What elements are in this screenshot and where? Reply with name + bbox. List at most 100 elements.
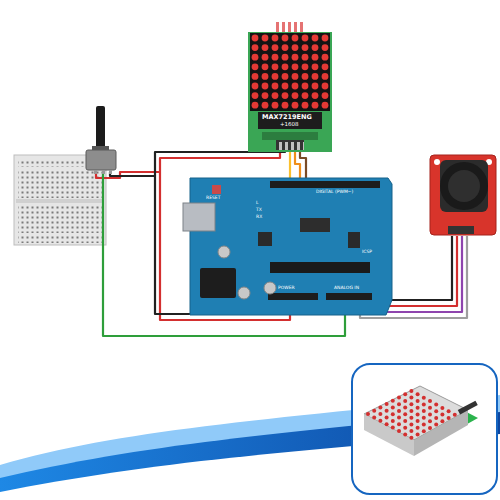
led-dot [292,54,299,61]
led-dot [262,102,269,109]
board-label: ANALOG IN [334,286,359,291]
led-matrix-module [248,22,332,152]
led-dot [312,44,319,51]
led-dot [252,102,259,109]
led-dot [312,54,319,61]
led-dot [434,409,438,413]
led-dot [428,426,432,430]
led-dot [428,419,432,423]
led-dot [282,44,289,51]
led-dot [282,73,289,80]
led-dot [385,422,389,426]
led-dot [302,35,309,42]
led-dot [262,92,269,99]
led-dot [312,63,319,70]
led-dot [292,63,299,70]
inset-photo [352,364,497,494]
led-dot [409,436,413,440]
led-dot [282,54,289,61]
led-dot [385,409,389,413]
led-dot [272,35,279,42]
led-dot [282,35,289,42]
led-dot [312,102,319,109]
potentiometer [86,106,116,174]
led-dot [397,416,401,420]
led-dot [322,92,329,99]
led-dot [434,416,438,420]
led-dot [282,83,289,90]
led-dot [416,392,420,396]
led-dot [262,54,269,61]
led-dot [322,44,329,51]
led-dot [322,54,329,61]
board-label: L [256,201,259,206]
led-dot [252,83,259,90]
led-dot [262,83,269,90]
led-dot [282,92,289,99]
led-dot [428,399,432,403]
led-dot [272,83,279,90]
led-dot [403,392,407,396]
led-dot [422,409,426,413]
board-label: MAX7219ENG [262,114,312,121]
led-dot [292,102,299,109]
led-dot [403,426,407,430]
led-dot [378,412,382,416]
led-dot [409,409,413,413]
led-dot [252,63,259,70]
led-dot [272,92,279,99]
board-label: RESET [206,196,220,201]
led-dot [272,73,279,80]
led-dot [428,413,432,417]
led-dot [422,396,426,400]
led-dot [409,422,413,426]
led-dot [302,73,309,80]
led-dot [302,54,309,61]
led-dot [397,422,401,426]
led-dot [416,419,420,423]
led-dot [292,83,299,90]
board-label: +1608 [280,122,299,128]
led-dot [391,419,395,423]
led-dot [366,412,370,416]
led-dot [440,419,444,423]
led-dot [422,423,426,427]
led-dot [302,102,309,109]
led-dot [272,54,279,61]
led-dot [292,92,299,99]
board-label: ICSP [362,250,372,255]
led-dot [372,409,376,413]
led-dot [403,412,407,416]
led-dot [391,399,395,403]
led-dot [416,399,420,403]
led-dot [403,432,407,436]
led-dot [434,423,438,427]
led-dot [416,412,420,416]
led-dot [272,44,279,51]
led-dot [416,433,420,437]
led-dot [385,402,389,406]
led-dot [378,419,382,423]
led-dot [312,92,319,99]
led-dot [422,416,426,420]
led-dot [322,35,329,42]
led-dot [292,35,299,42]
led-dot [322,73,329,80]
led-dot [292,44,299,51]
led-dot [447,416,451,420]
led-dot [403,399,407,403]
led-dot [416,406,420,410]
led-dot [397,402,401,406]
led-dot [282,63,289,70]
led-dot [252,54,259,61]
led-dot [422,429,426,433]
led-dot [262,35,269,42]
led-dot [262,44,269,51]
led-dot [262,63,269,70]
led-dot [409,389,413,393]
led-dot [409,416,413,420]
led-dot [302,83,309,90]
led-dot [272,102,279,109]
led-dot [391,412,395,416]
